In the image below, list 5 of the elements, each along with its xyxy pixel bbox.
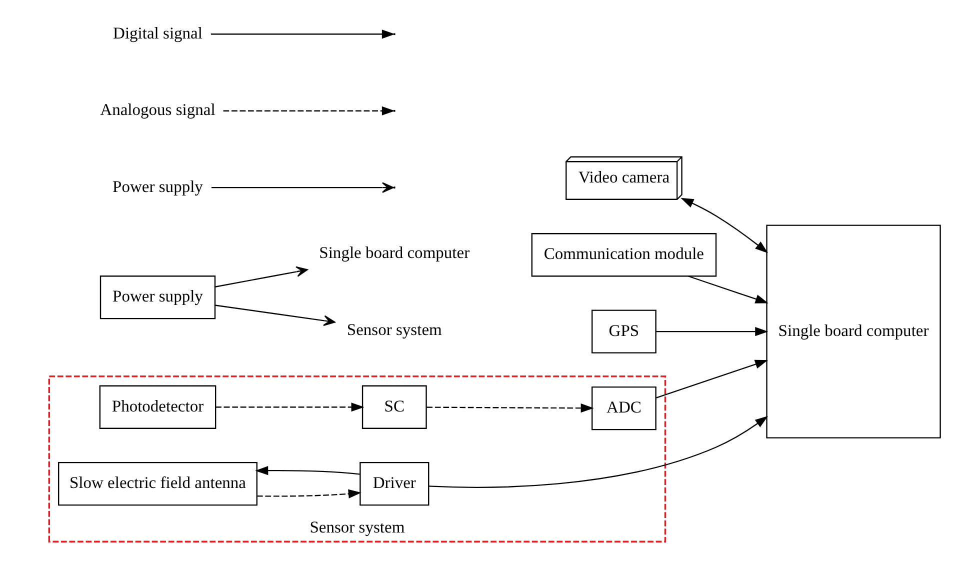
legend-label: Analogous signal [100, 100, 215, 120]
node-text: Single board computer [318, 243, 470, 262]
legend-label: Power supply [112, 176, 202, 196]
legend-label: Digital signal [112, 24, 202, 43]
node-text: Sensor system [346, 320, 442, 339]
